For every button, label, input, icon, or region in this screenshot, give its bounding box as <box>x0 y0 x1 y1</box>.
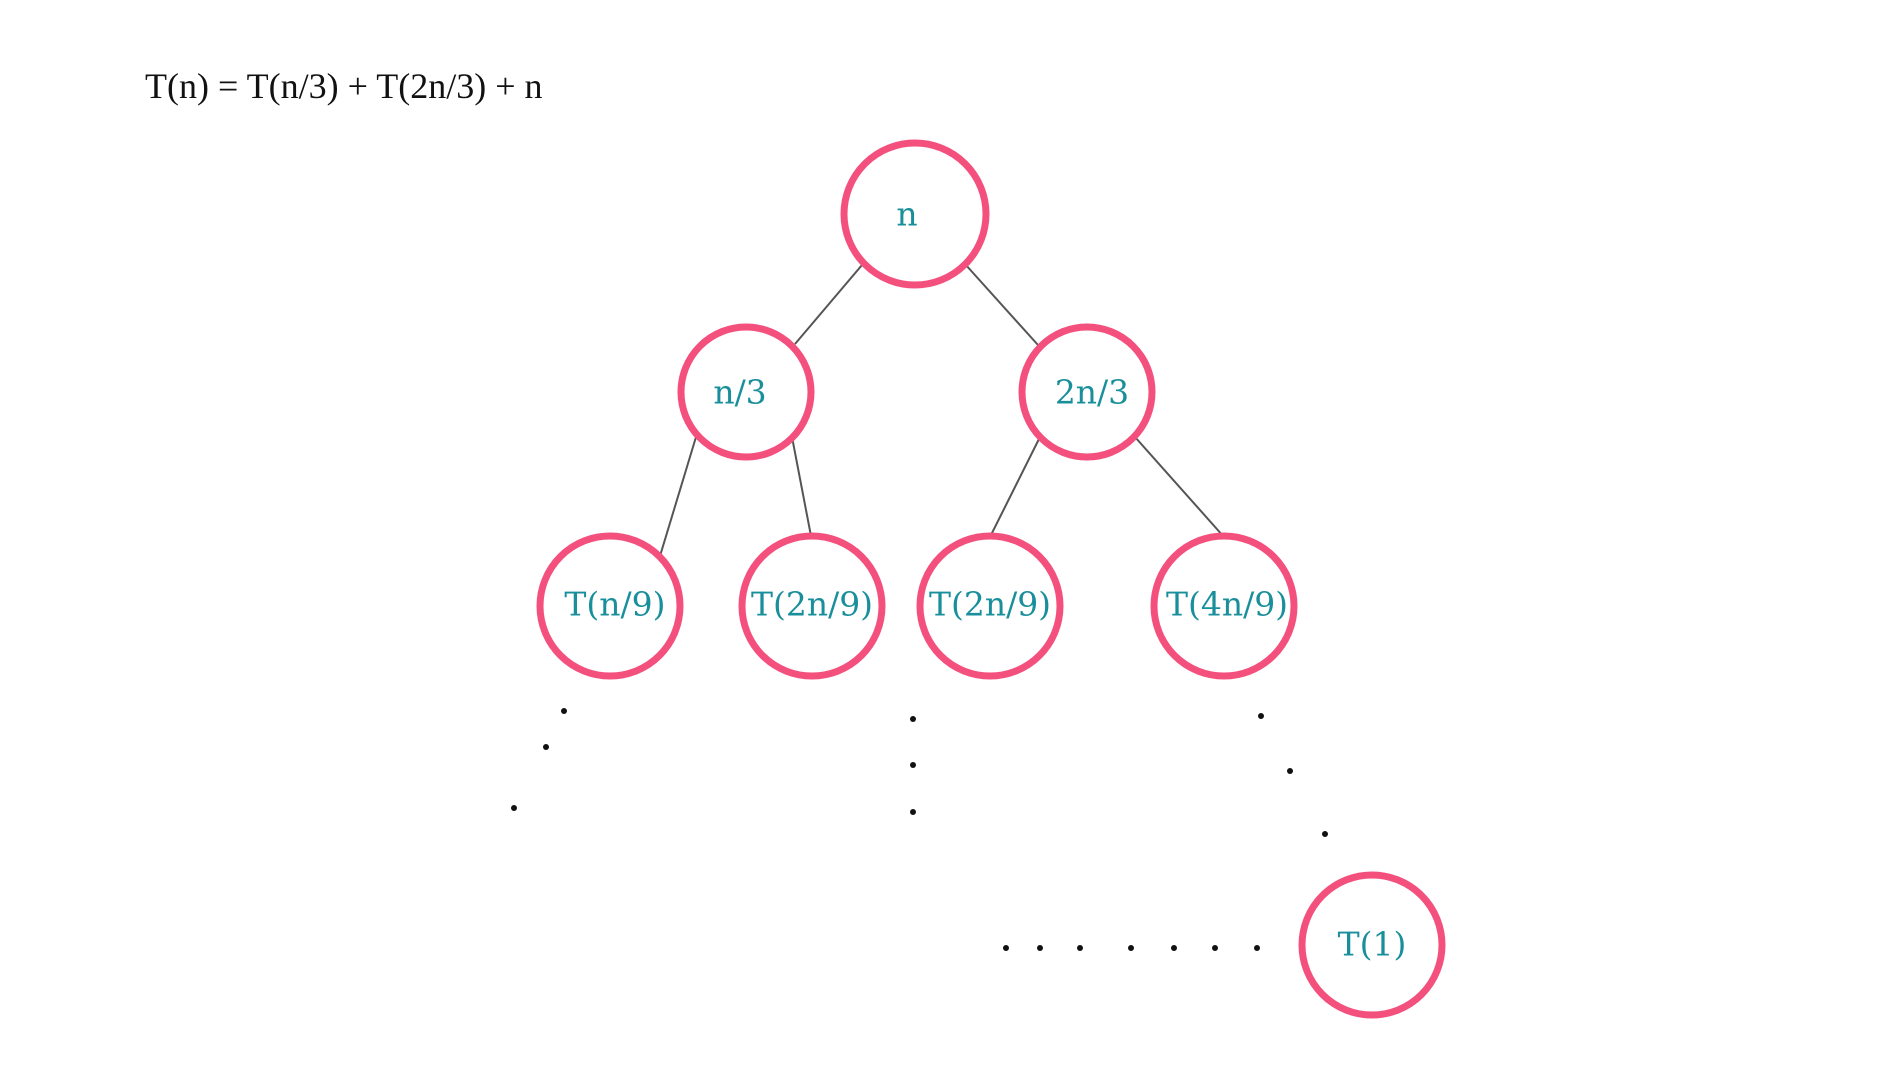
tree-edges <box>659 263 1225 557</box>
recurrence-formula: T(n) = T(n/3) + T(2n/3) + n <box>145 66 543 106</box>
dot <box>1003 945 1009 951</box>
dot <box>1128 945 1134 951</box>
dot <box>910 809 916 815</box>
node-2n-over-3: 2n/3 <box>1018 323 1156 461</box>
node-t-4n-over-9: T(4n/9) <box>1150 532 1298 680</box>
node-t-2n-over-9-right-circle <box>916 532 1064 680</box>
node-n-over-3-circle <box>677 323 815 461</box>
continuation-dots-bottom <box>1003 945 1260 951</box>
node-root-circle <box>840 139 990 289</box>
node-root: n <box>840 139 990 289</box>
dot <box>1254 945 1260 951</box>
edge-right-to-t2n9 <box>989 436 1041 538</box>
node-root-label: n <box>896 195 917 234</box>
node-2n-over-3-circle <box>1018 323 1156 461</box>
node-t-n-over-9: T(n/9) <box>536 532 684 680</box>
node-t-2n-over-9-left-circle <box>738 532 886 680</box>
edge-root-to-left <box>794 264 863 345</box>
continuation-dots-left <box>511 708 567 811</box>
node-t-1-label: T(1) <box>1338 925 1407 964</box>
dot <box>910 716 916 722</box>
edge-left-to-t2n9 <box>791 436 812 537</box>
dot <box>1037 945 1043 951</box>
node-t-2n-over-9-left-label: T(2n/9) <box>751 585 873 624</box>
node-t-4n-over-9-circle <box>1150 532 1298 680</box>
continuation-dots-middle <box>910 716 916 815</box>
node-t-2n-over-9-left: T(2n/9) <box>738 532 886 680</box>
dot <box>1077 945 1083 951</box>
node-t-1-circle <box>1298 871 1446 1019</box>
dot <box>511 805 517 811</box>
node-t-n-over-9-circle <box>536 532 684 680</box>
dot <box>561 708 567 714</box>
dot <box>543 744 549 750</box>
node-t-1: T(1) <box>1298 871 1446 1019</box>
node-n-over-3-label: n/3 <box>713 373 766 412</box>
edge-root-to-right <box>964 263 1039 346</box>
node-2n-over-3-label: 2n/3 <box>1055 373 1129 412</box>
node-n-over-3: n/3 <box>677 323 815 461</box>
edge-right-to-t4n9 <box>1134 436 1225 538</box>
node-t-2n-over-9-right-label: T(2n/9) <box>929 585 1051 624</box>
edge-left-to-tn9 <box>659 436 697 557</box>
node-t-4n-over-9-label: T(4n/9) <box>1166 585 1288 624</box>
dot <box>1258 713 1264 719</box>
dot <box>1212 945 1218 951</box>
continuation-dots-right <box>1258 713 1328 837</box>
node-t-2n-over-9-right: T(2n/9) <box>916 532 1064 680</box>
dot <box>910 762 916 768</box>
dot <box>1287 768 1293 774</box>
dot <box>1322 831 1328 837</box>
dot <box>1171 945 1177 951</box>
node-t-n-over-9-label: T(n/9) <box>564 585 665 624</box>
